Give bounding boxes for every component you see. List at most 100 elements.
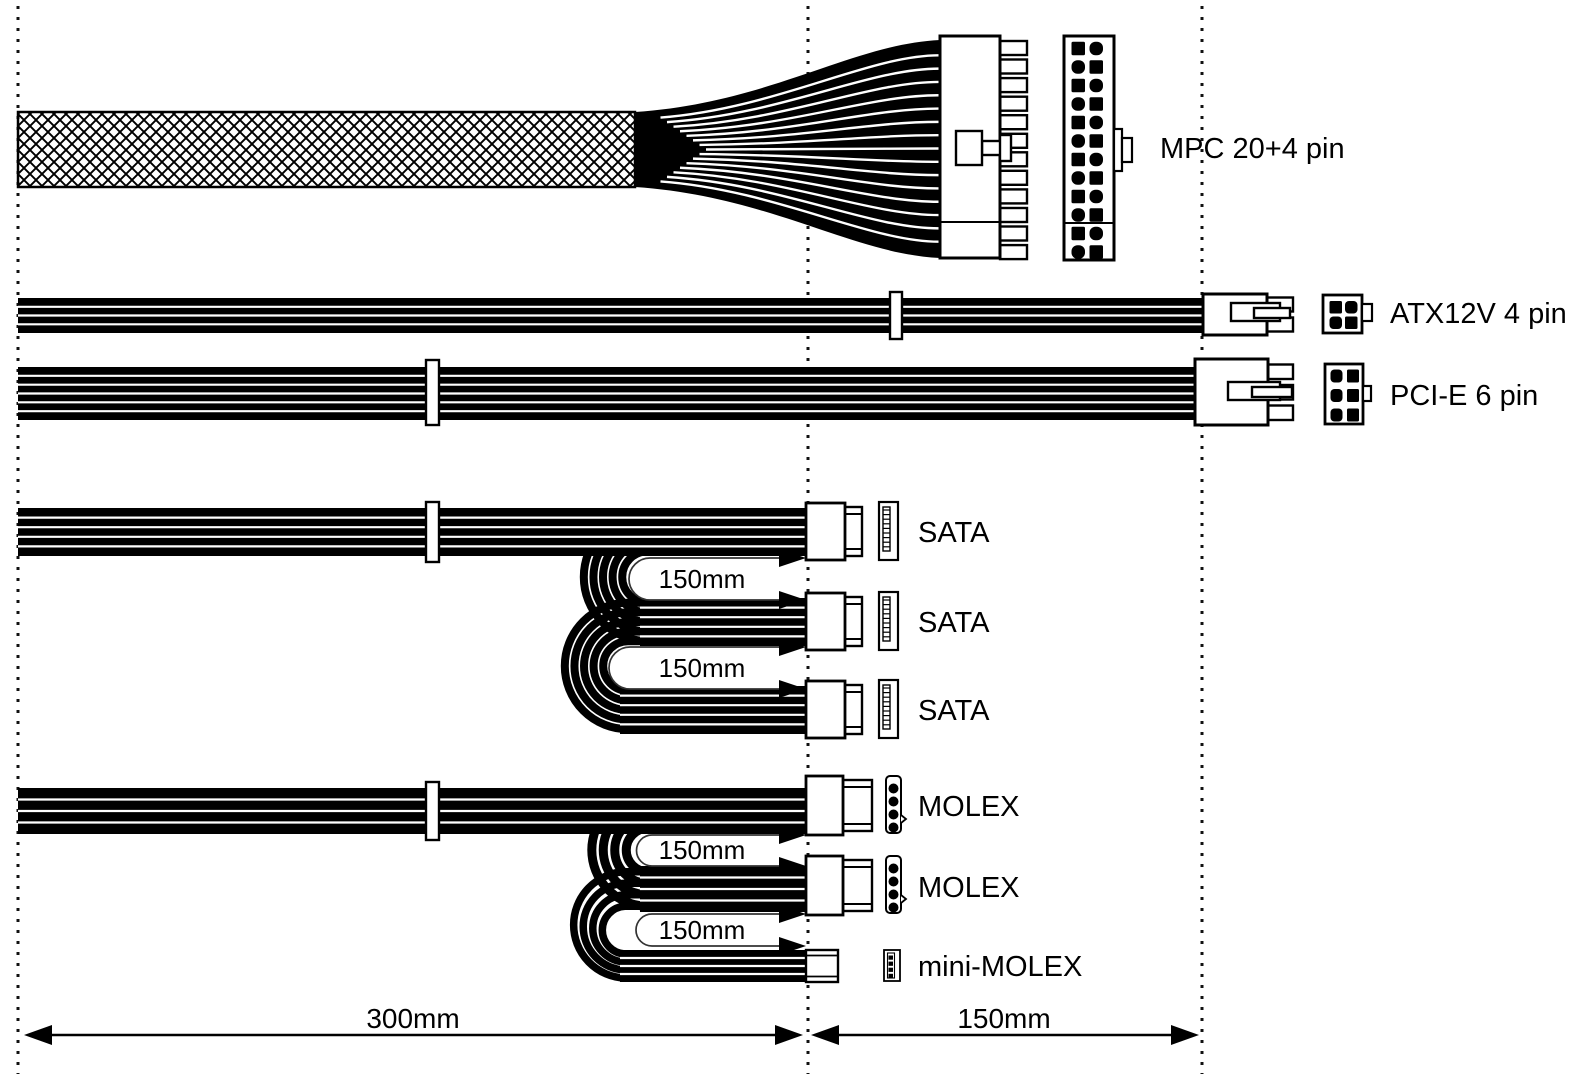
face-pin xyxy=(1071,41,1085,56)
mini-molex-face-pins xyxy=(888,955,893,978)
loop-wire xyxy=(570,608,660,724)
molex-label-2: MOLEX xyxy=(918,872,1020,904)
dimension-150mm: 150mm xyxy=(957,1003,1050,1034)
side-pin xyxy=(998,39,1029,57)
arrow-right-icon xyxy=(779,591,806,609)
loop-wire xyxy=(560,598,660,734)
mpc-face-pin-grid xyxy=(1071,41,1103,259)
arrow-right-icon xyxy=(779,549,806,567)
pcie-label: PCI-E 6 pin xyxy=(1390,380,1538,412)
face-pin xyxy=(1071,115,1085,130)
molex-connector-1 xyxy=(804,774,908,837)
sata-loop-1-length: 150mm xyxy=(659,564,746,594)
face-pin xyxy=(1089,41,1103,56)
wire-fan-gaps xyxy=(660,54,940,243)
sata-ribbon-3 xyxy=(620,686,808,734)
pcie-connector-face xyxy=(1323,362,1373,426)
face-pin xyxy=(1071,226,1085,241)
side-pin xyxy=(998,76,1029,94)
face-pin xyxy=(1347,408,1359,422)
sata-loop-2-measure xyxy=(608,646,782,690)
wire-gap xyxy=(692,120,940,142)
arrow-right-icon xyxy=(779,937,806,955)
pin-circle xyxy=(888,796,899,807)
mini-molex-label: mini-MOLEX xyxy=(918,951,1082,983)
face-pin xyxy=(1089,171,1103,185)
pcie-side-pin xyxy=(1266,404,1295,422)
mpc-side-pin-stack xyxy=(998,39,1029,261)
sata-cable-tie xyxy=(424,500,441,564)
molex-loop-1-measure xyxy=(635,834,782,867)
atx12v-cable-tie xyxy=(888,290,904,341)
mpc-connector-face xyxy=(1062,34,1134,262)
side-pin xyxy=(998,169,1029,187)
pcie-connector-side xyxy=(1193,357,1295,427)
pcie-cable-row: PCI-E 6 pin xyxy=(18,357,1538,427)
wire-gap xyxy=(692,157,940,177)
pin-circle xyxy=(888,809,899,820)
face-pin xyxy=(1330,389,1343,402)
pin-circle xyxy=(888,863,899,874)
molex-loop-2-arcs xyxy=(569,868,660,982)
mini-molex-connector xyxy=(804,948,901,984)
atx12v-connector-side xyxy=(1201,292,1295,337)
pcie-ribbon-seams xyxy=(18,374,1195,413)
arrow-left-icon xyxy=(24,1025,52,1045)
sata-connector-2 xyxy=(804,590,900,652)
wire-gap xyxy=(673,171,940,217)
side-pin xyxy=(998,95,1029,112)
pin-circle xyxy=(888,783,899,794)
face-pin xyxy=(1071,152,1085,167)
pin-square xyxy=(888,967,893,972)
sata-face-contacts xyxy=(883,687,890,726)
mpc-face-outline xyxy=(1062,34,1116,262)
face-pin xyxy=(1329,316,1342,329)
loop-wire xyxy=(579,879,660,974)
sata-loop-2-length: 150mm xyxy=(659,653,746,683)
pin-square xyxy=(888,973,893,978)
pin-circle xyxy=(888,876,899,887)
pcie-side-pin xyxy=(1266,363,1295,381)
molex-side-nose xyxy=(841,778,874,833)
molex-face-pins xyxy=(888,783,899,833)
pcie-cable-tie xyxy=(424,358,441,427)
face-pin xyxy=(1345,301,1358,314)
face-pin xyxy=(1071,97,1085,111)
loop-wire xyxy=(569,868,660,982)
face-pin xyxy=(1089,245,1103,259)
sata-label-3: SATA xyxy=(918,695,990,727)
side-pin xyxy=(998,58,1029,75)
sata-connector-3 xyxy=(804,678,900,740)
molex-face-notch xyxy=(900,894,908,904)
wire-gap xyxy=(686,107,940,138)
face-pin xyxy=(1329,301,1342,314)
dimension-annotations: 300mm 150mm xyxy=(24,1003,1199,1045)
loop-wire xyxy=(598,902,660,958)
sata-face-contacts xyxy=(883,509,890,548)
molex-label-1: MOLEX xyxy=(918,791,1020,823)
loop-wire xyxy=(589,891,660,966)
mpc-connector-side xyxy=(938,34,1029,261)
sata-loop-1-measure xyxy=(628,557,782,601)
atx12v-cable-row: ATX12V 4 pin xyxy=(18,290,1567,341)
mpc-cable-row: MPC 20+4 pin xyxy=(16,34,1345,262)
face-pin xyxy=(1089,189,1103,204)
arrow-right-icon xyxy=(1171,1025,1199,1045)
pin-circle xyxy=(888,822,899,833)
pcie-latch-inner xyxy=(1250,385,1294,399)
arrow-right-icon xyxy=(779,680,806,698)
wire-gap xyxy=(686,161,940,190)
molex-loop-1-length: 150mm xyxy=(659,835,746,865)
wire-gap xyxy=(660,54,940,119)
arrow-right-icon xyxy=(779,857,806,875)
arrow-right-icon xyxy=(779,826,806,844)
face-pin xyxy=(1089,226,1103,241)
side-pin xyxy=(998,206,1029,224)
atx12v-connector-face xyxy=(1321,293,1374,335)
face-pin xyxy=(1089,208,1103,222)
sata-label-1: SATA xyxy=(918,517,990,549)
face-pin xyxy=(1071,78,1085,93)
dimension-300mm: 300mm xyxy=(366,1003,459,1034)
pin-circle xyxy=(888,889,899,900)
